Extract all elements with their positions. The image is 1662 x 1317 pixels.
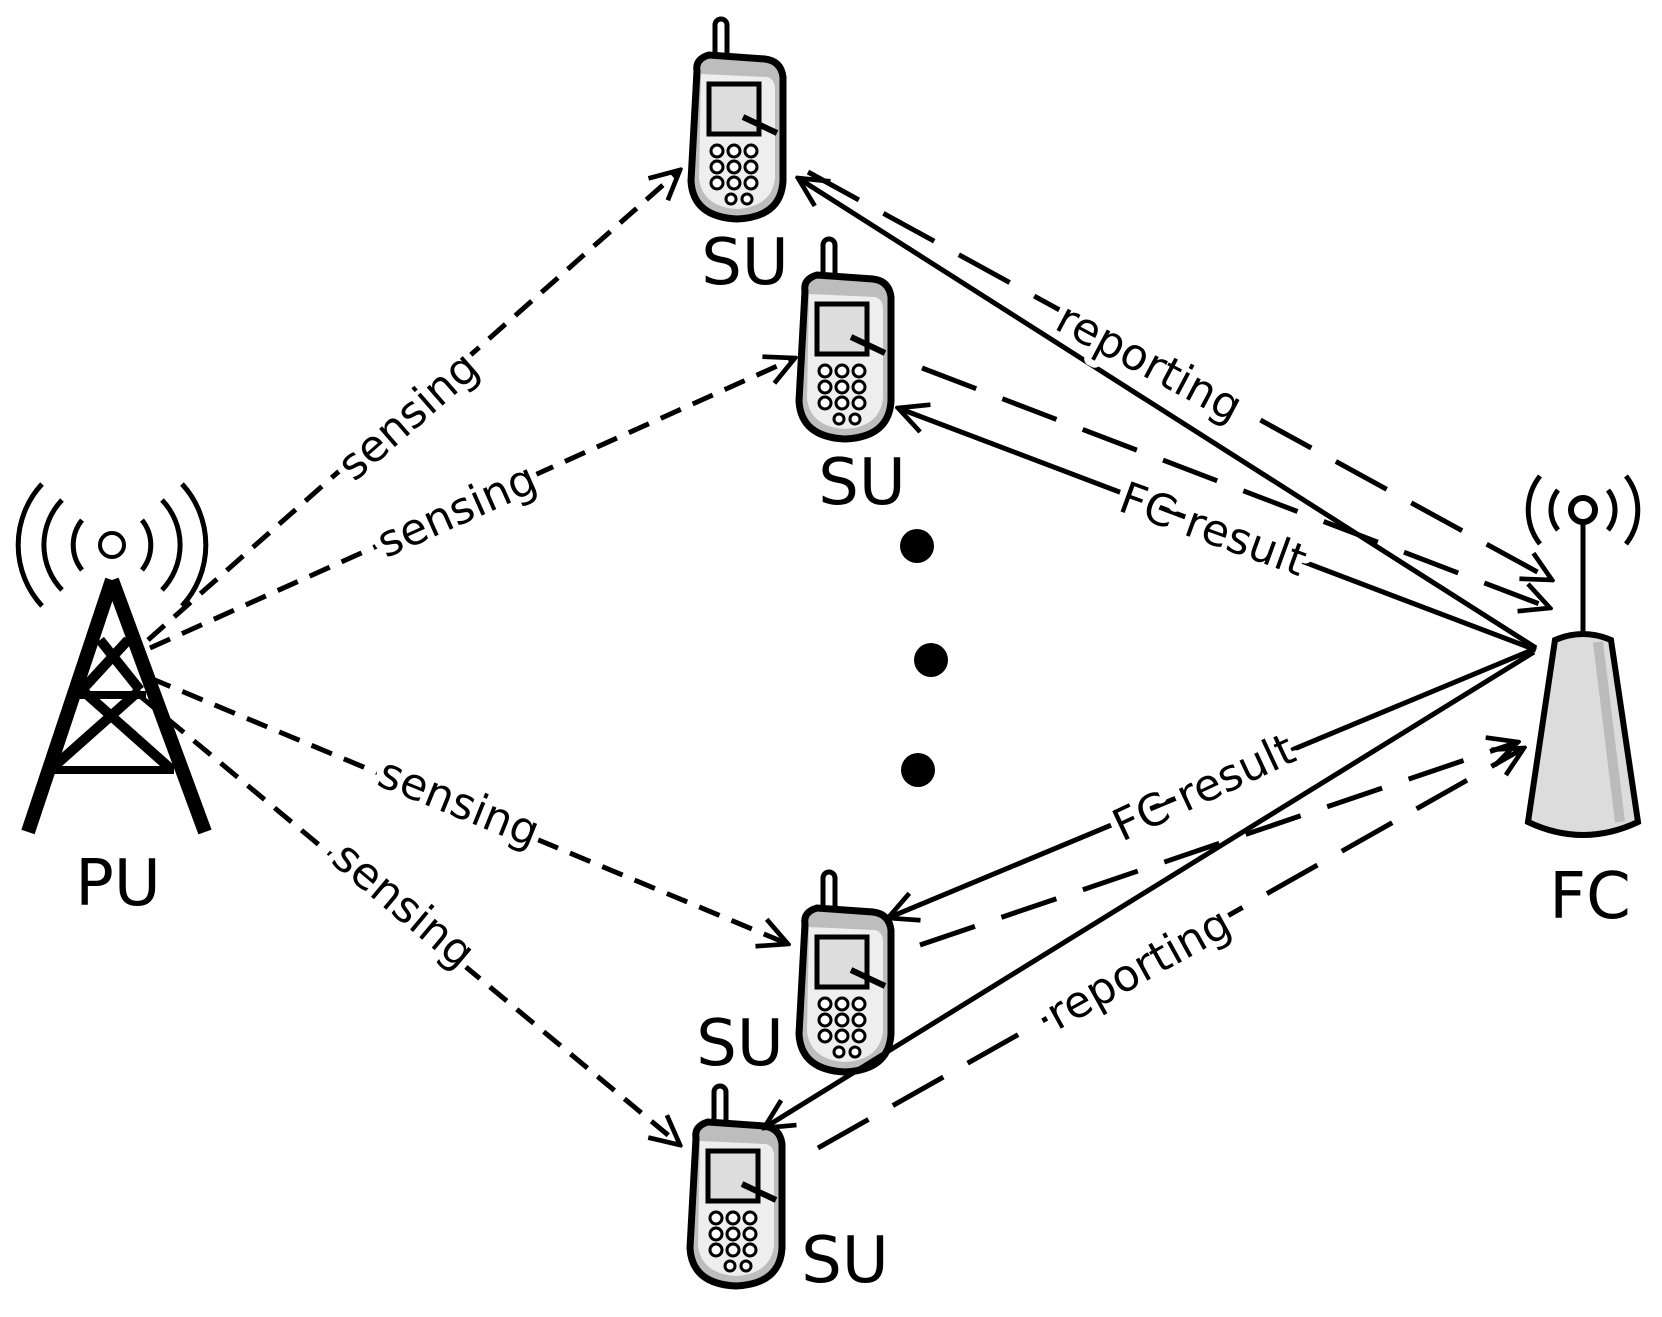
ellipsis-dots (900, 529, 948, 787)
reporting-label: reporting (1038, 897, 1240, 1040)
fc-result-link (764, 649, 1536, 1128)
reporting-link (919, 742, 1518, 948)
fc-label: FC (1549, 860, 1631, 934)
reporting-label: reporting (1048, 293, 1251, 433)
fc-result-label: FC result (1105, 724, 1303, 852)
reporting-links (806, 169, 1552, 1151)
mobile-phone-icon (691, 19, 783, 219)
sensing-label: sensing (323, 831, 485, 979)
sensing-label: sensing (371, 747, 547, 858)
sensing-links (138, 170, 795, 1145)
mobile-phone-icon (799, 239, 891, 439)
fc-result-link (798, 178, 1538, 651)
sensing-label: sensing (328, 341, 489, 490)
fc-result-link (888, 647, 1533, 918)
su-label: SU (696, 1007, 783, 1081)
sensing-link (149, 675, 788, 944)
fc-result-link (898, 408, 1537, 653)
su-label: SU (701, 226, 788, 300)
sensing-link (148, 358, 795, 651)
fc-result-links (764, 178, 1538, 1128)
pu-label: PU (75, 847, 160, 921)
sensing-link (146, 170, 680, 642)
mobile-phone-icon (690, 1086, 782, 1286)
su-label: SU (818, 446, 905, 520)
reporting-link (816, 748, 1524, 1151)
su-label: SU (801, 1224, 888, 1298)
sensing-link (138, 694, 680, 1145)
sensing-label: sensing (369, 453, 544, 568)
mobile-phone-icon (799, 872, 891, 1072)
cell-tower-icon (15, 482, 212, 835)
reporting-link (806, 169, 1552, 580)
reporting-link (921, 365, 1550, 608)
base-station-icon (1524, 474, 1642, 838)
